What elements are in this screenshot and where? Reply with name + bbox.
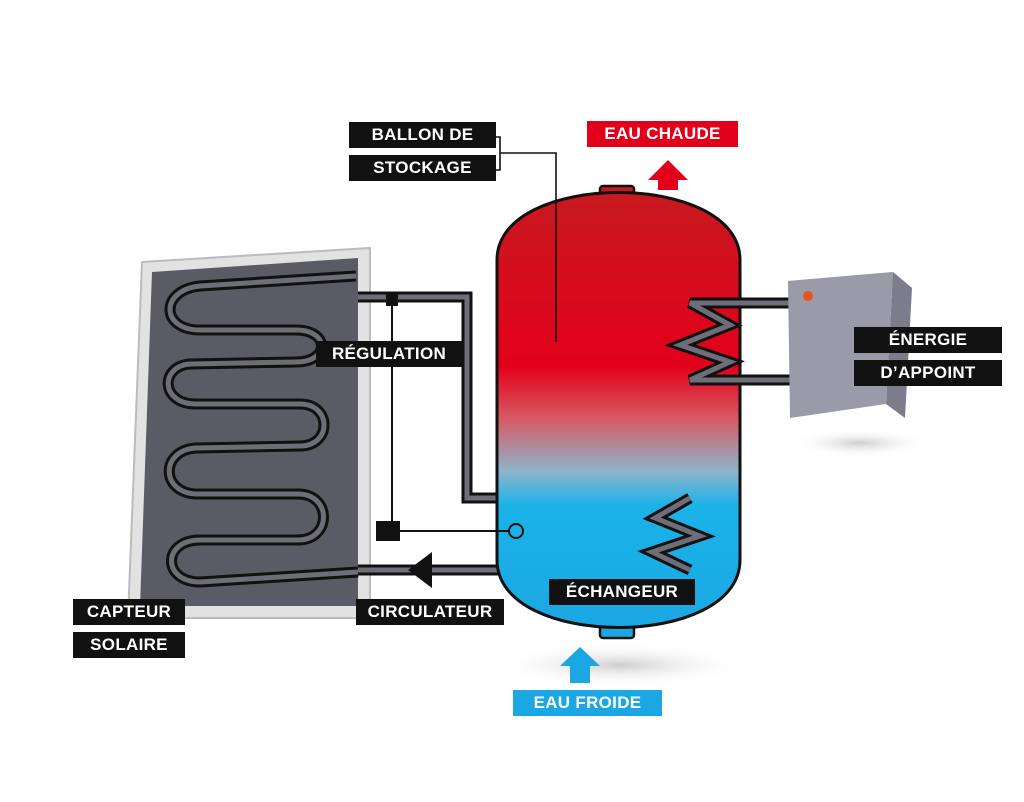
backup-heater-coil [664, 297, 790, 386]
hot-water-arrow-up-icon [648, 160, 688, 190]
label-ballon-line2: STOCKAGE [349, 155, 496, 181]
solar-exchanger-coil [637, 493, 716, 575]
label-circulateur: CIRCULATEUR [356, 599, 504, 625]
controller-unit [376, 521, 400, 541]
backup-indicator-light [803, 291, 813, 301]
label-capteur-line2: SOLAIRE [73, 632, 185, 658]
label-ballon-line1: BALLON DE [349, 122, 496, 148]
label-capteur-line1: CAPTEUR [73, 599, 185, 625]
tank-body [495, 191, 742, 629]
circulator-pump-icon [408, 552, 432, 588]
solar-panel [126, 246, 371, 619]
label-energie-line2: D’APPOINT [854, 360, 1002, 386]
ballon-leader-line [495, 136, 557, 342]
boiler-shadow [790, 429, 930, 457]
regulation-wiring [376, 294, 524, 541]
temperature-sensor-tank [508, 523, 524, 539]
label-echangeur: ÉCHANGEUR [549, 579, 695, 605]
tank-shadow [490, 643, 750, 687]
label-energie-line1: ÉNERGIE [854, 327, 1002, 353]
temperature-sensor-panel [386, 294, 398, 306]
label-eau-froide: EAU FROIDE [513, 690, 662, 716]
label-eau-chaude: EAU CHAUDE [587, 121, 738, 147]
cold-water-arrow-up-icon [560, 647, 600, 683]
solar-panel-surface [140, 258, 358, 606]
label-regulation: RÉGULATION [316, 341, 462, 367]
storage-tank [495, 184, 742, 640]
